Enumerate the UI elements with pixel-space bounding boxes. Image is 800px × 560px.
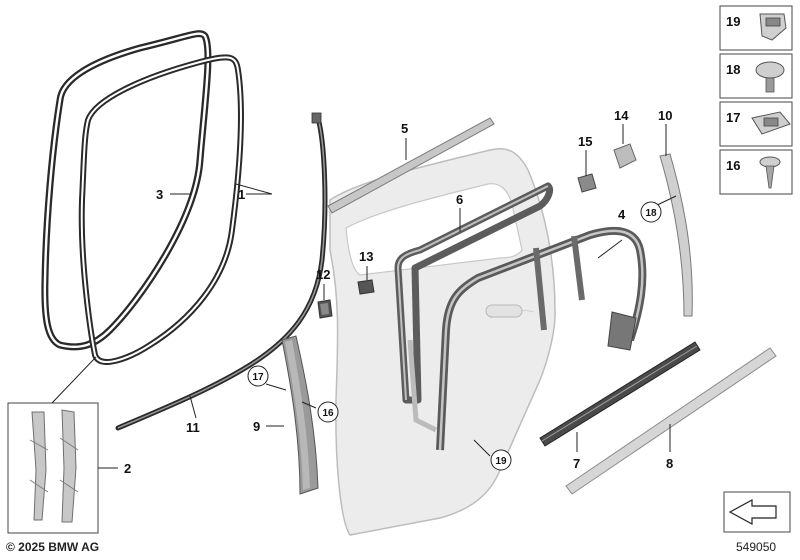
callout-5: 5: [401, 121, 408, 136]
inset-leader: [51, 356, 97, 404]
thumbnail-18: 18: [719, 53, 793, 99]
callout-10: 10: [658, 108, 672, 123]
thumbnail-16: 16: [719, 149, 793, 195]
callout-15: 15: [578, 134, 592, 149]
callout-3: 3: [156, 187, 163, 202]
direction-arrow-icon: [723, 491, 791, 533]
door-seal-1: [78, 54, 244, 365]
clip-13: [357, 279, 375, 295]
door-seal-4: [436, 226, 647, 451]
callout-2: 2: [124, 461, 131, 476]
callout-labels: 1 2 3 4 5 6 7 8 9 10 11 12 13 14 15: [124, 108, 673, 476]
clip-15: [577, 173, 597, 193]
callout-12: 12: [316, 267, 330, 282]
callout-8: 8: [666, 456, 673, 471]
trim-9: [281, 335, 319, 495]
window-frame-6: [394, 182, 554, 433]
callout-7: 7: [573, 456, 580, 471]
thumbnail-17: 17: [719, 101, 793, 147]
thumbnail-19: 19: [719, 5, 793, 51]
clip-12: [317, 299, 333, 319]
callout-19: 19: [495, 456, 507, 467]
callout-14: 14: [614, 108, 629, 123]
thumbnail-19-label: 19: [726, 14, 740, 29]
clip-14: [613, 143, 637, 169]
thumbnail-16-label: 16: [726, 158, 740, 173]
circle-callout-18: 18: [640, 201, 662, 223]
circle-callout-16: 16: [317, 401, 339, 423]
callout-16: 16: [322, 408, 334, 419]
diagram-number: 549050: [736, 540, 777, 554]
callout-4: 4: [618, 207, 626, 222]
strip-5: [327, 117, 495, 214]
callout-17: 17: [252, 372, 264, 383]
callout-13: 13: [359, 249, 373, 264]
trim-10: [659, 153, 693, 317]
callout-11: 11: [186, 420, 200, 435]
leader-lines: [98, 124, 677, 469]
inset-box-2: [7, 402, 99, 534]
edge-seal-11: [115, 112, 328, 431]
callout-6: 6: [456, 192, 463, 207]
thumbnail-18-label: 18: [726, 62, 740, 77]
door-seal-3: [41, 30, 212, 351]
callout-1: 1: [238, 187, 245, 202]
callout-18: 18: [645, 208, 657, 219]
callout-9: 9: [253, 419, 260, 434]
thumbnail-17-label: 17: [726, 110, 740, 125]
circle-callout-17: 17: [247, 365, 269, 387]
circle-callout-19: 19: [490, 449, 512, 471]
strip-7: [539, 341, 701, 447]
strip-8: [565, 347, 777, 495]
copyright-text: © 2025 BMW AG: [6, 540, 100, 554]
